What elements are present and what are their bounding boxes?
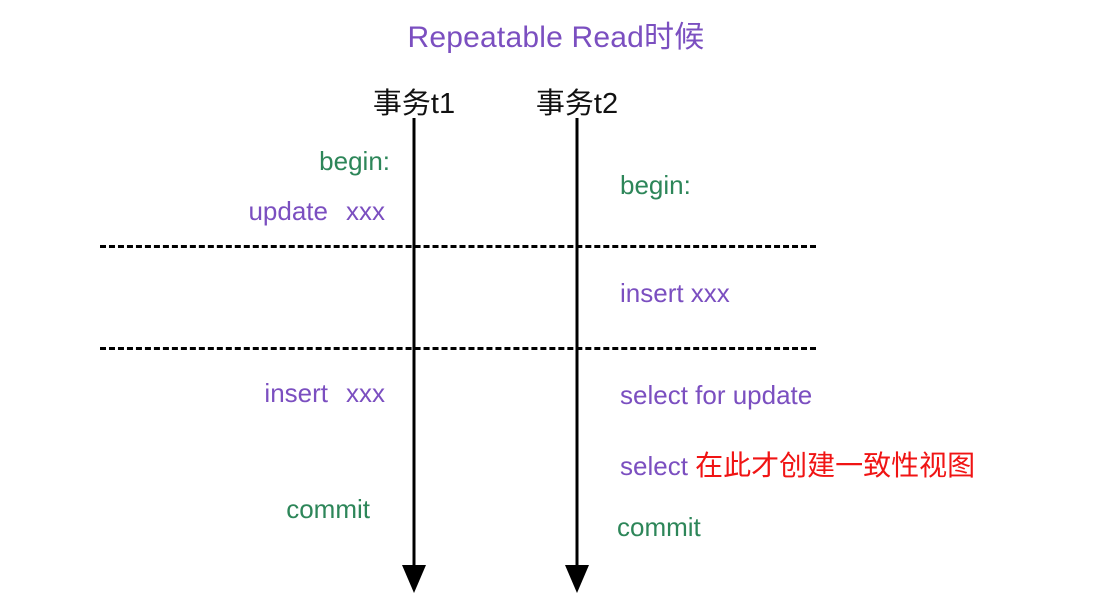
lifeline-label-t2: 事务t2: [535, 88, 619, 120]
lifeline-line-t2: [575, 118, 579, 570]
t1-statement-insert-keyword: insert: [264, 378, 328, 408]
t1-statement-insert: insert xxx: [264, 380, 385, 406]
t1-statement-update-keyword: update: [248, 196, 328, 226]
t1-statement-update: update xxx: [248, 198, 385, 224]
page-title: Repeatable Read时候: [407, 21, 705, 54]
t2-statement-select-annotation: 在此才创建一致性视图: [695, 450, 976, 481]
t2-statement-select-note: select 在此才创建一致性视图: [620, 452, 975, 480]
divider-2: [100, 347, 816, 350]
t1-statement-commit: commit: [286, 494, 370, 524]
lifeline-line-t1: [412, 118, 416, 570]
lifeline-arrow-t1: [402, 565, 426, 593]
t2-statement-begin: begin:: [620, 170, 691, 200]
t2-statement-commit: commit: [617, 512, 701, 542]
t1-statement-update-arg: xxx: [346, 196, 385, 226]
t2-statement-select-keyword: select: [620, 451, 688, 481]
lifeline-label-t1: 事务t1: [372, 88, 456, 120]
lifeline-arrow-t2: [565, 565, 589, 593]
t2-statement-select-for-update: select for update: [620, 380, 813, 410]
t1-statement-begin: begin:: [319, 146, 390, 176]
t1-statement-insert-arg: xxx: [346, 378, 385, 408]
divider-1: [100, 245, 816, 248]
t2-statement-insert: insert xxx: [620, 278, 730, 308]
